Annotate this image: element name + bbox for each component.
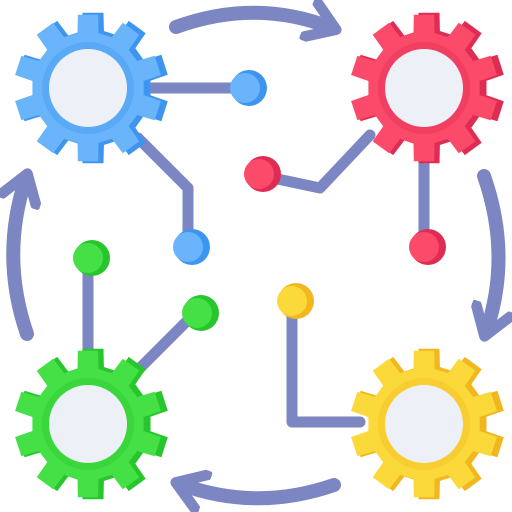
gear-red [351, 12, 504, 164]
arrow-left [13, 178, 27, 341]
gear-yellow-center [385, 385, 463, 463]
gear-green [15, 348, 168, 500]
cycle-arrows [13, 13, 498, 499]
arrow-top [169, 13, 332, 28]
gear-red-center [385, 49, 463, 127]
node-green-right [182, 295, 219, 331]
node-red-bottom [409, 229, 446, 265]
gear-yellow [351, 348, 504, 500]
node-green-top [73, 240, 110, 276]
node-yellow [277, 283, 314, 319]
gear-blue [15, 12, 168, 164]
connector-red-left [262, 129, 376, 194]
node-yellow-face [277, 286, 307, 316]
node-red-bottom-face [409, 232, 439, 262]
gears [15, 12, 504, 500]
node-green-top-face [73, 243, 103, 273]
arrow-bottom [180, 484, 341, 498]
node-red-left [244, 156, 281, 192]
node-blue-right-face [230, 73, 260, 103]
node-red-left-face [244, 159, 274, 189]
node-blue-right [230, 70, 267, 106]
node-blue-bottom-face [173, 232, 203, 262]
connector-blue-down [132, 132, 194, 244]
gear-green-center [49, 385, 127, 463]
gear-blue-center [49, 49, 127, 127]
connector-yellow [286, 294, 366, 428]
arrow-right [484, 169, 499, 332]
node-blue-bottom [173, 229, 210, 265]
connector-nodes [73, 70, 446, 331]
node-green-right-face [182, 298, 212, 328]
